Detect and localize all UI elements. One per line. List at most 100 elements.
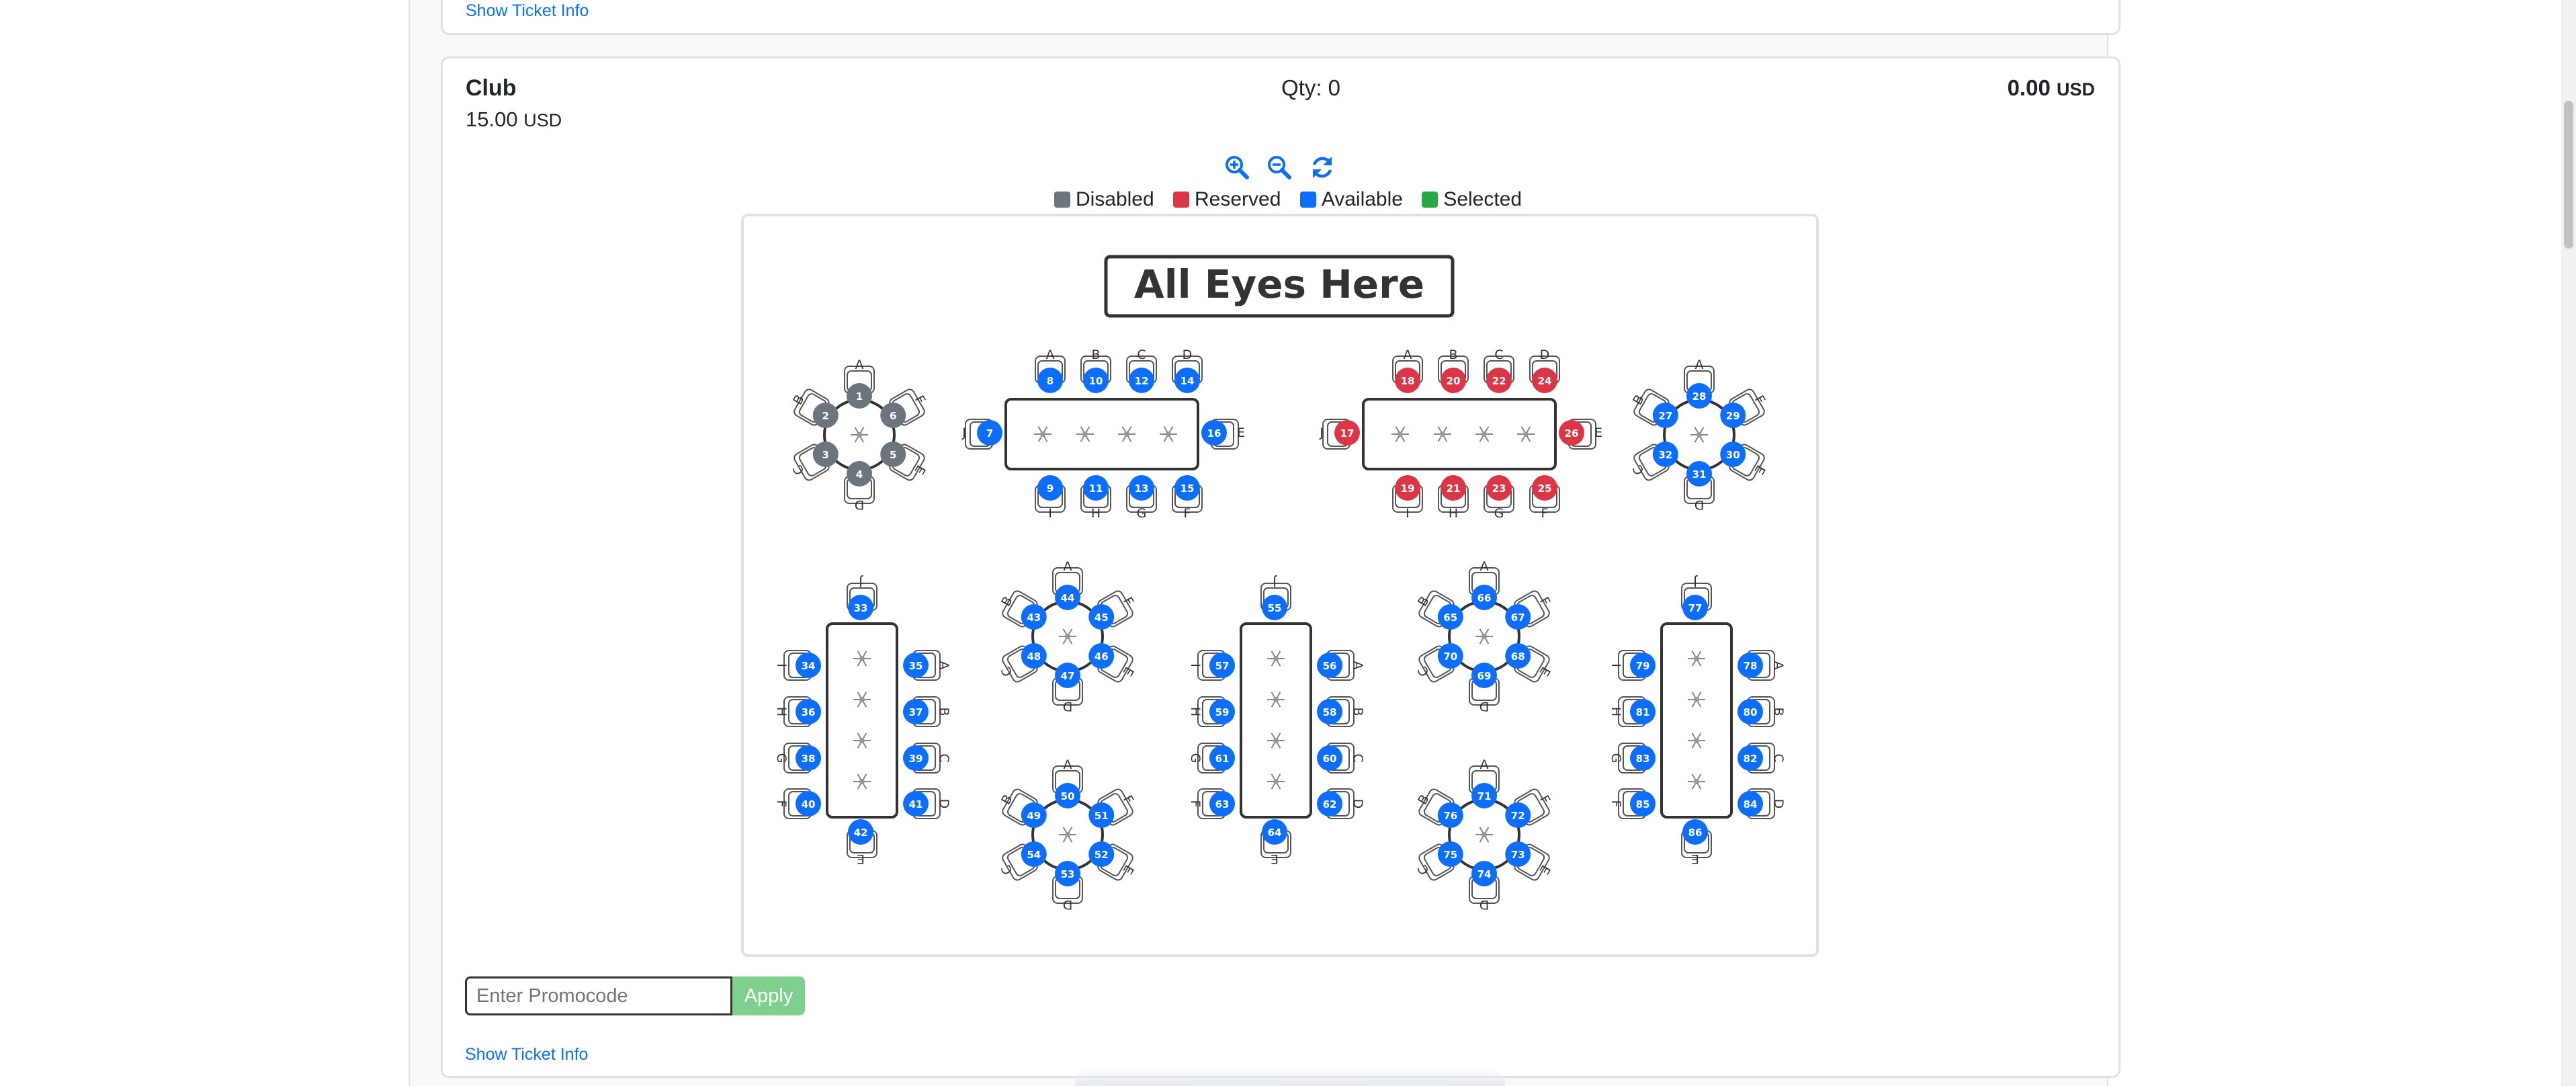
seat[interactable]: 50 bbox=[1055, 783, 1080, 808]
seat-circle bbox=[1471, 585, 1497, 610]
seat[interactable]: 27 bbox=[1652, 403, 1678, 428]
seat[interactable]: 33 bbox=[848, 595, 873, 620]
seat[interactable]: 70 bbox=[1437, 643, 1463, 669]
seat[interactable]: 8 bbox=[1037, 368, 1063, 393]
seat[interactable]: 78 bbox=[1737, 653, 1763, 678]
seat[interactable]: 73 bbox=[1505, 841, 1531, 867]
seat[interactable]: 61 bbox=[1209, 745, 1235, 771]
seat[interactable]: 60 bbox=[1317, 745, 1342, 771]
seat[interactable]: 14 bbox=[1174, 368, 1200, 393]
seat[interactable]: 30 bbox=[1720, 442, 1746, 467]
seat[interactable]: 82 bbox=[1737, 745, 1763, 771]
seat[interactable]: 46 bbox=[1088, 643, 1115, 669]
seat[interactable]: 44 bbox=[1055, 585, 1080, 610]
seat[interactable]: 63 bbox=[1209, 791, 1235, 817]
seat[interactable]: 68 bbox=[1505, 643, 1531, 669]
seat[interactable]: 77 bbox=[1682, 595, 1708, 620]
refresh-icon[interactable] bbox=[1309, 154, 1336, 181]
apply-promo-button[interactable]: Apply bbox=[732, 976, 805, 1015]
stage-label: All Eyes Here bbox=[1134, 261, 1424, 307]
seat[interactable]: 85 bbox=[1630, 791, 1656, 817]
seat[interactable]: 47 bbox=[1055, 663, 1080, 688]
seat[interactable]: 62 bbox=[1317, 791, 1342, 817]
seat[interactable]: 52 bbox=[1088, 841, 1115, 867]
seat-circle bbox=[1486, 475, 1512, 501]
seat[interactable]: 34 bbox=[796, 653, 821, 678]
seat[interactable]: 35 bbox=[903, 653, 929, 678]
show-ticket-info-link[interactable]: Show Ticket Info bbox=[466, 1, 589, 20]
seat[interactable]: 36 bbox=[796, 699, 821, 724]
seat[interactable]: 28 bbox=[1686, 383, 1712, 409]
centerpiece-center bbox=[857, 432, 862, 437]
seat[interactable]: 31 bbox=[1686, 461, 1712, 487]
seat[interactable]: 53 bbox=[1055, 861, 1080, 886]
seat[interactable]: 13 bbox=[1129, 475, 1154, 501]
seat-row-letter: D bbox=[855, 497, 865, 512]
seat[interactable]: 75 bbox=[1437, 841, 1463, 867]
seat-number: 48 bbox=[1027, 651, 1041, 663]
centerpiece-icon bbox=[1267, 692, 1285, 708]
seat[interactable]: 69 bbox=[1471, 663, 1497, 688]
seat[interactable]: 29 bbox=[1720, 403, 1746, 428]
seat-circle bbox=[812, 403, 839, 428]
seat[interactable]: 51 bbox=[1088, 802, 1115, 828]
seat[interactable]: 7 bbox=[977, 420, 1002, 446]
seat-row-letter: D bbox=[1063, 897, 1073, 912]
seat[interactable]: 66 bbox=[1471, 585, 1497, 610]
seat[interactable]: 37 bbox=[903, 699, 929, 724]
seat[interactable]: 11 bbox=[1083, 475, 1109, 501]
legend-label: Reserved bbox=[1195, 188, 1281, 210]
seat[interactable]: 43 bbox=[1021, 604, 1047, 630]
seat[interactable]: 84 bbox=[1737, 791, 1763, 817]
seat[interactable]: 79 bbox=[1630, 653, 1656, 678]
seat[interactable]: 10 bbox=[1083, 368, 1109, 393]
scrollbar-thumb[interactable] bbox=[2564, 101, 2573, 249]
seat[interactable]: 76 bbox=[1437, 802, 1463, 828]
seat[interactable]: 65 bbox=[1437, 604, 1463, 630]
seat[interactable]: 58 bbox=[1317, 699, 1342, 724]
seat-number: 43 bbox=[1027, 612, 1041, 624]
seat[interactable]: 9 bbox=[1037, 475, 1063, 501]
seat-number: 37 bbox=[909, 706, 923, 718]
seat[interactable]: 64 bbox=[1262, 819, 1287, 845]
seat[interactable]: 55 bbox=[1262, 595, 1287, 620]
centerpiece-center bbox=[1273, 779, 1279, 784]
seat[interactable]: 39 bbox=[903, 745, 929, 771]
zoom-out-icon[interactable] bbox=[1266, 154, 1293, 181]
seat[interactable]: 45 bbox=[1088, 604, 1115, 630]
seat[interactable]: 16 bbox=[1201, 420, 1227, 446]
seat-circle bbox=[1630, 791, 1656, 817]
seat[interactable]: 80 bbox=[1737, 699, 1763, 724]
seat[interactable]: 49 bbox=[1021, 802, 1047, 828]
seat[interactable]: 59 bbox=[1209, 699, 1235, 724]
seat[interactable]: 15 bbox=[1174, 475, 1200, 501]
seat[interactable]: 42 bbox=[848, 819, 873, 845]
seat[interactable]: 81 bbox=[1630, 699, 1656, 724]
seat-number: 56 bbox=[1323, 660, 1337, 672]
seat[interactable]: 54 bbox=[1021, 841, 1047, 867]
seat-number: 24 bbox=[1538, 375, 1552, 387]
seat[interactable]: 40 bbox=[796, 791, 821, 817]
promocode-input[interactable] bbox=[465, 976, 732, 1015]
seat[interactable]: 67 bbox=[1505, 604, 1531, 630]
seat[interactable]: 72 bbox=[1505, 802, 1531, 828]
seat[interactable]: 71 bbox=[1471, 783, 1497, 808]
seat[interactable]: 56 bbox=[1317, 653, 1342, 678]
seat[interactable]: 83 bbox=[1630, 745, 1656, 771]
seat[interactable]: 32 bbox=[1652, 442, 1678, 467]
seat[interactable]: 41 bbox=[903, 791, 929, 817]
zoom-in-icon[interactable] bbox=[1223, 154, 1250, 181]
seat-circle bbox=[1441, 475, 1466, 501]
seat[interactable]: 86 bbox=[1682, 819, 1708, 845]
seat-circle bbox=[1532, 475, 1557, 501]
seat[interactable]: 12 bbox=[1129, 368, 1154, 393]
seat-circle bbox=[1505, 643, 1531, 669]
seat[interactable]: 57 bbox=[1209, 653, 1235, 678]
show-ticket-info-link[interactable]: Show Ticket Info bbox=[465, 1045, 589, 1064]
seat[interactable]: 74 bbox=[1471, 861, 1497, 886]
scrollbar[interactable] bbox=[2561, 0, 2576, 1086]
seat-row-letter: C bbox=[1137, 347, 1146, 362]
seat[interactable]: 48 bbox=[1021, 643, 1047, 669]
seat[interactable]: 38 bbox=[796, 745, 821, 771]
seat: 3 bbox=[812, 442, 839, 467]
